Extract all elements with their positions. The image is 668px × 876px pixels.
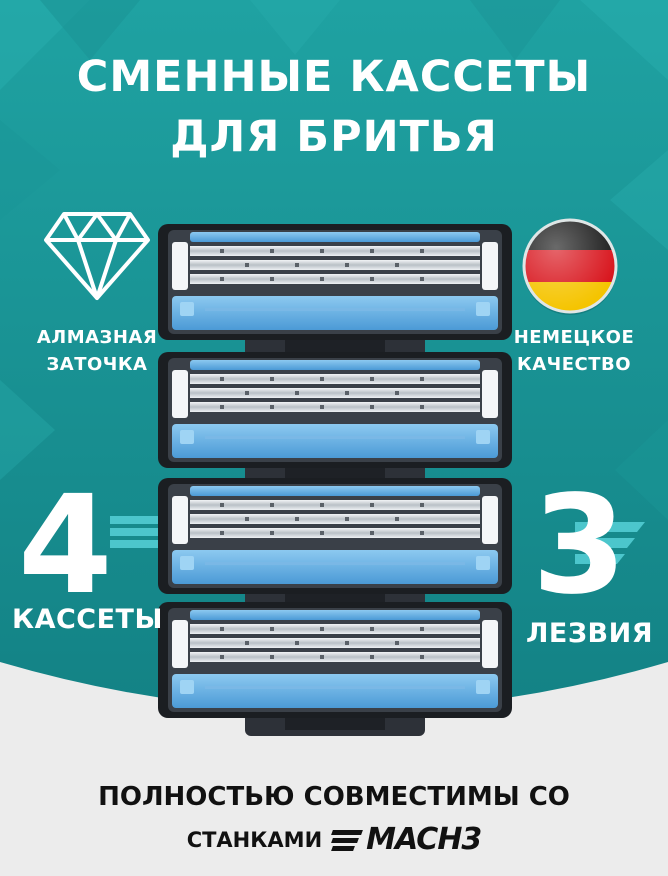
feature-right: НЕМЕЦКОЕ КАЧЕСТВО <box>494 324 654 378</box>
cartridges-label: КАССЕТЫ <box>12 604 163 635</box>
feature-left-line1: АЛМАЗНАЯ <box>36 327 158 348</box>
mach3-brand: MACH3 <box>366 822 482 857</box>
germany-flag-icon <box>522 218 618 315</box>
blades-label: ЛЕЗВИЯ <box>526 618 654 649</box>
compat-line-1: ПОЛНОСТЬЮ СОВМЕСТИМЫ СО <box>98 782 570 812</box>
diamond-icon <box>44 212 150 300</box>
compat-line-2: СТАНКАМИ MACH3 <box>0 822 668 857</box>
logo-speed-bars-icon <box>331 828 364 852</box>
cartridge-stack <box>158 224 512 736</box>
accent-stripes-right <box>575 522 645 564</box>
title-line-2: ДЛЯ БРИТЬЯ <box>170 112 498 162</box>
feature-left: АЛМАЗНАЯ ЗАТОЧКА <box>22 324 172 378</box>
feature-left-line2: ЗАТОЧКА <box>46 354 148 375</box>
compat-prefix: СТАНКАМИ <box>186 827 323 852</box>
cartridges-count: 4 <box>18 467 113 625</box>
feature-right-line2: КАЧЕСТВО <box>517 354 631 375</box>
title-line-1: СМЕННЫЕ КАССЕТЫ <box>76 52 592 102</box>
mach3-logo: MACH3 <box>331 822 482 857</box>
feature-right-line1: НЕМЕЦКОЕ <box>513 327 635 348</box>
blades-count: 3 <box>532 467 627 625</box>
